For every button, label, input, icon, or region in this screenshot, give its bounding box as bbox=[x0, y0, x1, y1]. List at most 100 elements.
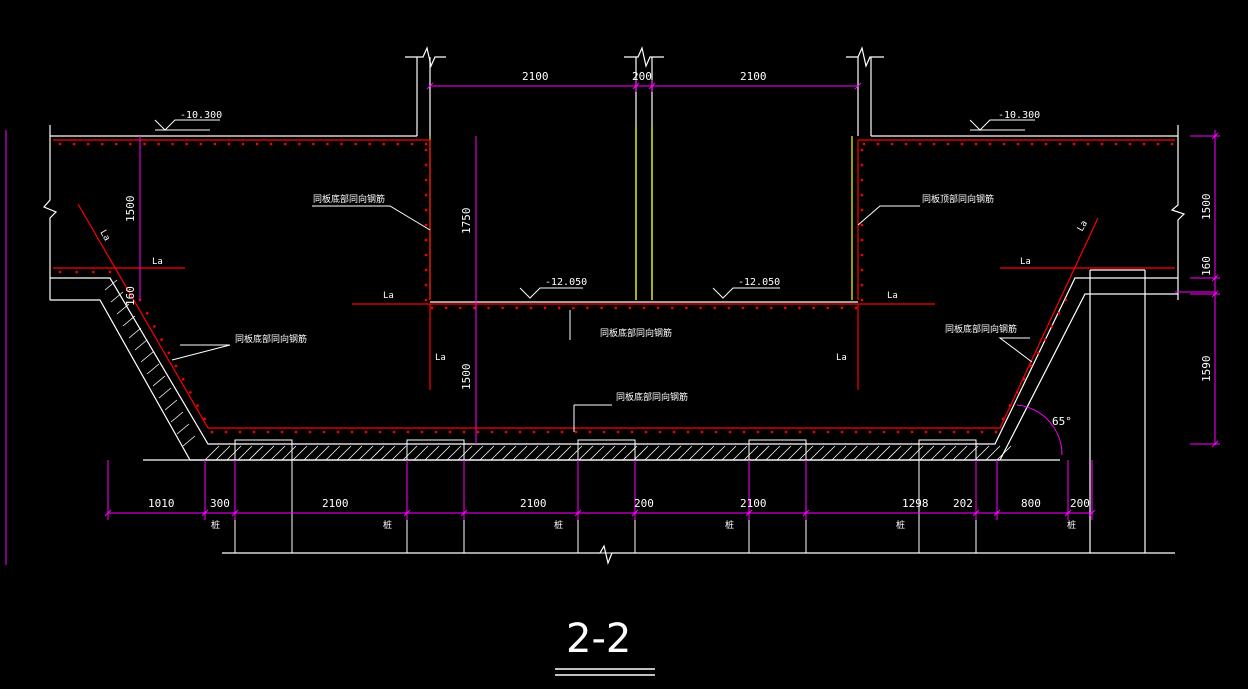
hatch-line bbox=[314, 445, 330, 461]
rebar-dot bbox=[476, 430, 480, 434]
hatch-line bbox=[985, 445, 1001, 461]
hatch-line bbox=[556, 445, 572, 461]
rebar-dot bbox=[92, 270, 95, 274]
hatch-line bbox=[897, 445, 913, 461]
hatch-line bbox=[523, 445, 539, 461]
hatch-line bbox=[776, 445, 792, 461]
rebar-dot bbox=[424, 163, 428, 167]
dim-right-slab: 160 bbox=[1200, 256, 1213, 276]
rebar-dot bbox=[174, 364, 178, 368]
rebar-dot bbox=[458, 306, 462, 310]
hatch-line bbox=[369, 445, 385, 461]
rebar-dot bbox=[1043, 338, 1047, 341]
rebar-dot bbox=[143, 142, 146, 146]
hatch-line bbox=[710, 445, 726, 461]
rebar-dots bbox=[58, 142, 1174, 434]
rebar-dot bbox=[145, 311, 149, 315]
rebar-dot bbox=[586, 306, 589, 310]
rebar-dot bbox=[424, 253, 428, 257]
rebar-dot bbox=[630, 430, 634, 434]
rebar-dot bbox=[727, 306, 731, 310]
rebar-dot bbox=[167, 351, 171, 355]
rebar-dot bbox=[924, 430, 928, 434]
hatch-line bbox=[787, 445, 803, 461]
rebar-dot bbox=[572, 306, 575, 310]
hatch-line bbox=[391, 445, 407, 461]
rebar-dot bbox=[860, 298, 864, 302]
note-pit-bottom: 同板底部同向钢筋 bbox=[600, 327, 672, 339]
hatch-line bbox=[743, 445, 759, 461]
dimension-ticks bbox=[104, 82, 1219, 520]
dim-bottom-7: 1298 bbox=[902, 497, 929, 510]
hatch-line bbox=[732, 445, 748, 461]
rebar-dot bbox=[266, 430, 270, 434]
rebar-dot bbox=[424, 223, 428, 227]
rebar-dot bbox=[312, 142, 315, 146]
rebar-dot bbox=[1030, 142, 1034, 146]
rebar-dot bbox=[224, 430, 228, 434]
rebar-dot bbox=[501, 306, 504, 310]
hatch-line bbox=[589, 445, 605, 461]
rebar-dot bbox=[210, 430, 214, 434]
rebar-dot bbox=[86, 142, 90, 146]
rebar-dot bbox=[741, 306, 745, 310]
rebar-dot bbox=[560, 430, 564, 434]
hatch-line bbox=[413, 445, 429, 461]
hatch-line bbox=[666, 445, 682, 461]
dimension-tick bbox=[1211, 132, 1219, 140]
rebar-dot bbox=[700, 430, 704, 434]
hatch-line bbox=[347, 445, 363, 461]
rebar-dot bbox=[336, 430, 340, 434]
hatch-line bbox=[424, 445, 440, 461]
hatch-bands bbox=[49, 277, 1179, 461]
hatch-line bbox=[134, 339, 148, 351]
rebar-dot bbox=[642, 306, 646, 310]
angle-label: 65° bbox=[1052, 415, 1072, 428]
dim-bottom-5: 200 bbox=[634, 497, 654, 510]
rebar-dot bbox=[769, 306, 773, 310]
rebar-dot bbox=[227, 142, 231, 146]
dim-bottom-2: 300 bbox=[210, 497, 230, 510]
rebar-dot bbox=[396, 142, 400, 146]
rebar-dot bbox=[462, 430, 466, 434]
rebar-dot bbox=[424, 298, 428, 302]
dim-pit-bottom: 1500 bbox=[460, 364, 473, 391]
hatch-line bbox=[215, 445, 231, 461]
rebar-dot bbox=[600, 306, 603, 310]
rebar-dot bbox=[283, 142, 287, 146]
rebar-dot bbox=[896, 430, 900, 434]
rebar-dot bbox=[340, 142, 343, 146]
la-8: La bbox=[1076, 219, 1090, 233]
rebar-dot bbox=[742, 430, 746, 434]
rebar-dot bbox=[424, 208, 428, 212]
hatch-line bbox=[545, 445, 561, 461]
rebar-dot bbox=[1015, 391, 1019, 394]
note-right-slope: 同板底部同向钢筋 bbox=[945, 323, 1017, 335]
rebar-dot bbox=[728, 430, 732, 434]
rebar-dot bbox=[966, 430, 970, 434]
rebar-dot bbox=[1156, 142, 1160, 146]
rebar-dot bbox=[670, 306, 674, 310]
dimension-tick bbox=[1211, 274, 1219, 282]
rebar-dot bbox=[350, 430, 354, 434]
rebar-dot bbox=[189, 391, 192, 394]
rebar-dot bbox=[430, 306, 434, 310]
rebar-dot bbox=[1058, 142, 1062, 146]
rebar-dot bbox=[1114, 142, 1118, 146]
rebar-dot bbox=[798, 430, 802, 434]
rebar-dot bbox=[994, 430, 998, 434]
rebar-dot bbox=[1016, 142, 1020, 146]
hatch-line bbox=[842, 445, 858, 461]
rebar-dot bbox=[490, 430, 494, 434]
rebar-dot bbox=[614, 306, 618, 310]
hatch-line bbox=[259, 445, 275, 461]
rebar-dot bbox=[960, 142, 964, 146]
hatch-line bbox=[941, 445, 957, 461]
rebar-dot bbox=[322, 430, 326, 434]
hatch-line bbox=[578, 445, 594, 461]
rebar-dot bbox=[713, 306, 716, 310]
rebar-dot bbox=[1001, 417, 1005, 421]
break-left bbox=[405, 46, 446, 68]
dim-bottom-8: 202 bbox=[953, 497, 973, 510]
hatch-line bbox=[164, 399, 178, 411]
